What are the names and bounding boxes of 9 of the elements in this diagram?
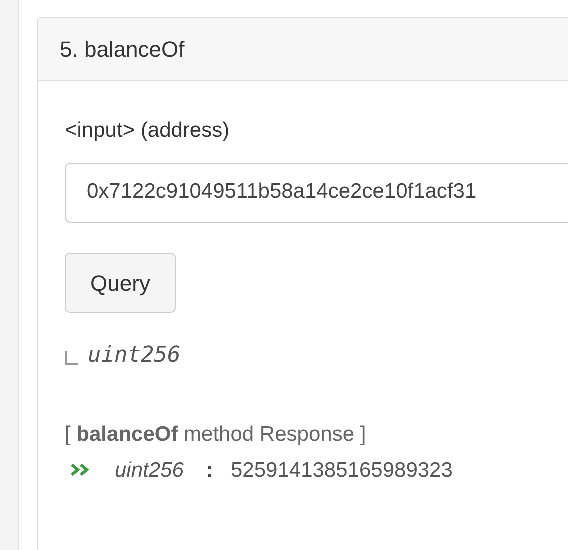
response-heading: [ balanceOf method Response ] bbox=[65, 423, 366, 447]
response-value: 5259141385165989323 bbox=[231, 459, 453, 483]
response-type: uint256 bbox=[115, 459, 184, 483]
input-field: 0x7122c91049511b58a14ce2ce10f1acf31 bbox=[65, 163, 568, 223]
card-title: 5. balanceOf bbox=[60, 37, 185, 63]
separator-colon: : bbox=[206, 459, 213, 483]
field-label: <input> (address) bbox=[65, 119, 230, 143]
return-type: uint256 bbox=[88, 343, 181, 368]
query-button: Query bbox=[65, 253, 176, 313]
